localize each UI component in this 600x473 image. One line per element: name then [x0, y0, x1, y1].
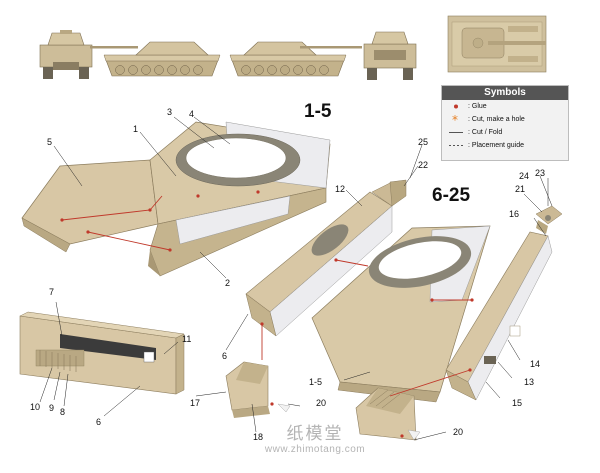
- callout-part-1: 1: [133, 124, 139, 134]
- svg-text:*: *: [452, 113, 458, 126]
- watermark-title: 纸模堂: [286, 424, 344, 444]
- callout-part-6-bottom: 6: [96, 417, 102, 427]
- callout-part-21: 21: [515, 184, 526, 194]
- callout-part-17: 17: [190, 398, 201, 408]
- callout-part-5: 5: [47, 137, 53, 147]
- right-side-panel: [445, 205, 563, 401]
- tank-rear-view: [363, 31, 417, 80]
- asterisk-icon: *: [452, 113, 458, 126]
- site-watermark: 纸模堂 www.zhimotang.com: [240, 424, 390, 455]
- callout-part-18: 18: [253, 432, 264, 442]
- callout-part-20-left: 20: [316, 398, 327, 408]
- leader-lines: [39, 116, 553, 441]
- legend-row-cut-hole: * : Cut, make a hole: [442, 113, 568, 126]
- small-block-17-18: [225, 322, 291, 418]
- callout-part-11: 11: [182, 334, 192, 344]
- glue-dot-icon: [454, 104, 458, 109]
- callout-part-25: 25: [418, 137, 429, 147]
- callout-part-14: 14: [530, 359, 541, 369]
- step-title-1-5: 1-5: [304, 101, 332, 122]
- small-block-20: [355, 368, 472, 441]
- callout-part-6-left: 6: [222, 351, 228, 361]
- legend-row-glue: : Glue: [442, 100, 568, 113]
- callout-part-10: 10: [30, 402, 41, 412]
- callout-part-4: 4: [189, 109, 195, 119]
- hull-assembly: [21, 121, 331, 277]
- callout-part-8: 8: [60, 407, 66, 417]
- left-side-panel: [245, 179, 407, 337]
- legend-title: Symbols: [442, 86, 568, 100]
- rear-plate: [19, 311, 185, 395]
- solid-line-icon: [449, 132, 463, 133]
- callout-part-12: 12: [335, 184, 346, 194]
- tank-top-view: [447, 15, 547, 73]
- legend-cut-fold-label: : Cut / Fold: [468, 129, 503, 136]
- watermark-url: www.zhimotang.com: [264, 444, 366, 455]
- callout-part-16: 16: [509, 209, 520, 219]
- callout-ref-1-5: 1-5: [309, 377, 323, 387]
- step-title-6-25: 6-25: [432, 185, 471, 206]
- tank-right-side-view: [229, 41, 362, 77]
- callout-part-3: 3: [167, 107, 173, 117]
- callout-part-24: 24: [519, 171, 530, 181]
- callout-part-13: 13: [524, 377, 535, 387]
- tank-left-side-view: [90, 41, 221, 77]
- callout-part-9: 9: [49, 403, 55, 413]
- upper-hull-deck: [311, 225, 491, 403]
- legend-glue-label: : Glue: [468, 103, 487, 110]
- callout-part-20-right: 20: [453, 427, 464, 437]
- callout-part-22: 22: [418, 160, 429, 170]
- callout-part-7: 7: [49, 287, 55, 297]
- legend-placement-label: : Placement guide: [468, 142, 525, 149]
- callout-part-2: 2: [225, 278, 231, 288]
- tank-front-view: [39, 30, 93, 79]
- symbols-legend: Symbols : Glue * : Cut, make a hole : Cu…: [441, 85, 569, 161]
- dashed-line-icon: [449, 145, 463, 146]
- callout-part-15: 15: [512, 398, 523, 408]
- legend-row-cut-fold: : Cut / Fold: [442, 126, 568, 139]
- legend-cut-hole-label: : Cut, make a hole: [468, 116, 525, 123]
- legend-row-placement: : Placement guide: [442, 139, 568, 152]
- callout-part-23: 23: [535, 168, 546, 178]
